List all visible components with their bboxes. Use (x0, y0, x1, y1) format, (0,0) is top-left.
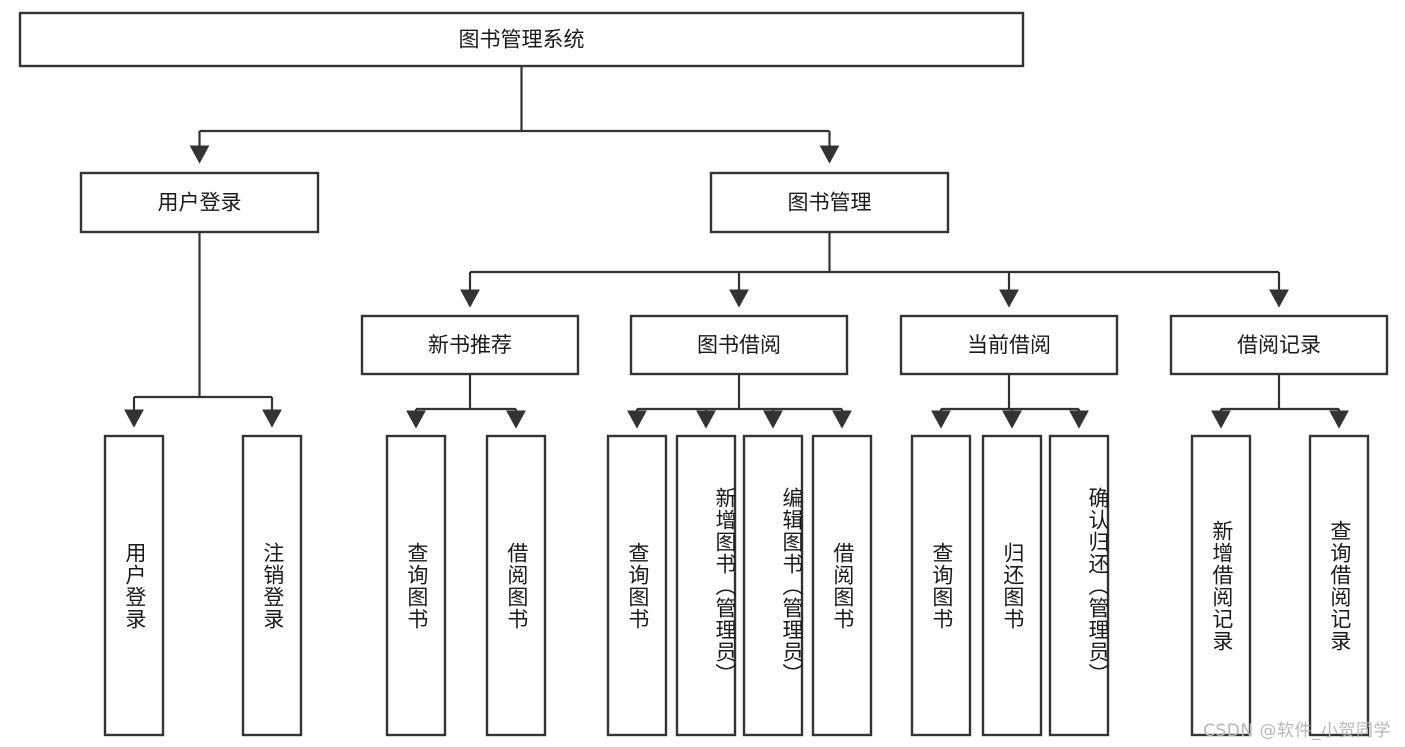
node-box-leaf-add-record[interactable] (1190, 434, 1252, 737)
node-box-book-borrow[interactable] (629, 314, 849, 376)
node-label-new-book-recommend: 新书推荐 (428, 333, 512, 357)
node-box-leaf-return-book[interactable] (981, 434, 1043, 737)
node-box-leaf-query-book-1[interactable] (385, 434, 447, 737)
csdn-watermark: CSDN @软件_小贺同学 (1203, 721, 1391, 741)
node-box-leaf-query-record[interactable] (1308, 434, 1370, 737)
node-box-book-manage[interactable] (709, 171, 950, 234)
node-box-leaf-borrow-book-2[interactable] (811, 434, 873, 737)
connectors-layer (124, 66, 1349, 429)
node-box-leaf-logout[interactable] (241, 434, 303, 737)
node-box-leaf-borrow-book-1[interactable] (485, 434, 547, 737)
node-label-root: 图书管理系统 (459, 28, 585, 52)
nodes-layer: 图书管理系统 用户登录 图书管理 新书推荐 图书借阅 当前借阅 借阅记录 (18, 11, 1389, 737)
node-label-current-borrow: 当前借阅 (967, 333, 1051, 357)
node-box-borrow-record[interactable] (1169, 314, 1389, 376)
node-box-leaf-confirm-return[interactable] (1048, 434, 1110, 737)
node-box-root[interactable] (18, 11, 1025, 68)
node-label-borrow-record: 借阅记录 (1237, 333, 1321, 357)
node-box-leaf-user-login[interactable] (103, 434, 165, 737)
node-box-leaf-query-book-2[interactable] (606, 434, 668, 737)
node-box-leaf-edit-book[interactable] (742, 434, 804, 737)
node-box-current-borrow[interactable] (899, 314, 1119, 376)
node-box-leaf-add-book[interactable] (675, 434, 737, 737)
node-label-user-login: 用户登录 (158, 191, 242, 215)
node-box-user-login[interactable] (79, 171, 320, 234)
node-box-leaf-query-book-3[interactable] (910, 434, 972, 737)
node-label-book-manage: 图书管理 (788, 191, 872, 215)
node-label-book-borrow: 图书借阅 (697, 333, 781, 357)
node-box-new-book-recommend[interactable] (360, 314, 580, 376)
